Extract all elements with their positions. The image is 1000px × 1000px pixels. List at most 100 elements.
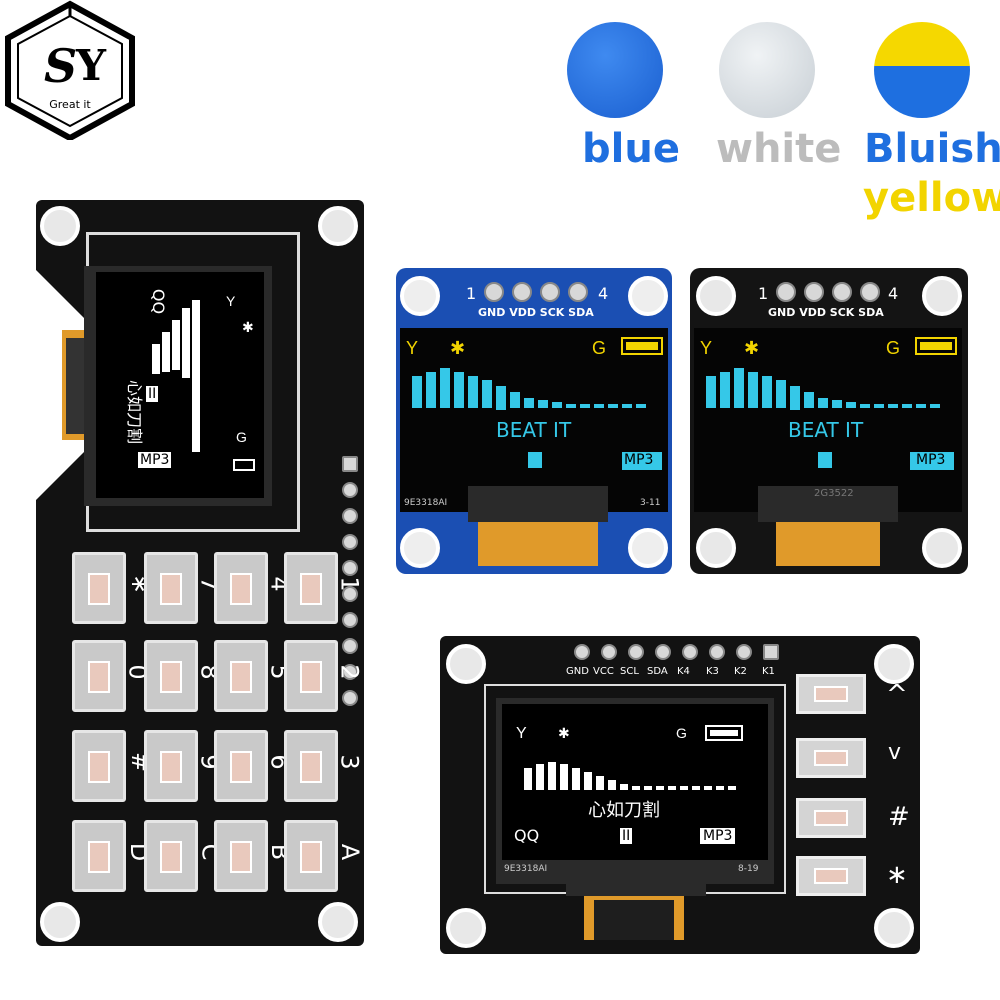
- pin-pad: [574, 644, 590, 660]
- key-up-button[interactable]: [796, 674, 866, 714]
- refresh-icon: G: [676, 725, 687, 741]
- key-cap: [160, 661, 182, 693]
- screen-label-qq: QQ: [514, 826, 540, 845]
- logo-letter-y: Y: [75, 41, 107, 90]
- key-cap: [300, 573, 322, 605]
- pin-pad: [682, 644, 698, 660]
- pin-pad: [860, 282, 880, 302]
- keypad-key[interactable]: [214, 730, 268, 802]
- mp3-badge: MP3: [138, 452, 172, 468]
- mount-hole: [400, 528, 440, 568]
- pause-icon: II: [620, 828, 633, 844]
- pin-pad: [342, 508, 358, 524]
- black-oled-screen: [694, 328, 962, 512]
- pin-pad: [832, 282, 852, 302]
- refresh-icon: G: [886, 338, 900, 358]
- star-label: ∗: [886, 860, 908, 890]
- panel-code: 9E3318AI: [504, 864, 548, 874]
- mp3-badge: MP3: [624, 452, 654, 468]
- keypad-key[interactable]: [214, 640, 268, 712]
- keypad-key[interactable]: [284, 640, 338, 712]
- pin-pad: [342, 612, 358, 628]
- blue-label: blue: [582, 126, 680, 172]
- signal-icon: Y: [406, 338, 418, 358]
- refresh-icon: G: [592, 338, 606, 358]
- pin-1-label: 1: [466, 284, 477, 303]
- key-down-button[interactable]: [796, 738, 866, 778]
- key-hash-button[interactable]: [796, 798, 866, 838]
- pin-pad: [776, 282, 796, 302]
- keypad-key[interactable]: [284, 730, 338, 802]
- keypad-key[interactable]: [284, 552, 338, 624]
- keypad-key[interactable]: [284, 820, 338, 892]
- pin-pad: [342, 690, 358, 706]
- mount-hole: [628, 276, 668, 316]
- pin-pad: [763, 644, 779, 660]
- pause-icon: II: [146, 386, 159, 402]
- pin-pad: [709, 644, 725, 660]
- key-cap: [88, 751, 110, 783]
- keypad-key[interactable]: [72, 820, 126, 892]
- pin-pad: [540, 282, 560, 302]
- eq-bar: [152, 344, 160, 374]
- pin-4-label: 4: [598, 284, 609, 303]
- song-title: 心如刀割: [588, 800, 660, 821]
- signal-icon: Y: [516, 725, 527, 742]
- equalizer: [524, 762, 736, 790]
- pin-label: K2: [734, 666, 747, 677]
- screen-label-qq: QQ: [149, 288, 169, 315]
- keypad-key-label: 1: [335, 576, 364, 592]
- keypad-key[interactable]: [72, 640, 126, 712]
- bluish-yellow-swatch: [874, 22, 970, 118]
- brand-logo: S Y Great it: [5, 0, 135, 140]
- keypad-key[interactable]: [214, 820, 268, 892]
- mp3-badge-bg: [622, 452, 662, 470]
- pin-pad: [342, 586, 358, 602]
- white-label: white: [716, 126, 842, 172]
- mount-hole: [696, 276, 736, 316]
- yellow-label: yellow: [863, 175, 1000, 221]
- mount-hole: [628, 528, 668, 568]
- key-star-button[interactable]: [796, 856, 866, 896]
- keypad-key[interactable]: [144, 730, 198, 802]
- keypad-key-label: A: [336, 843, 365, 861]
- pin-label: K4: [677, 666, 690, 677]
- pin-pad: [484, 282, 504, 302]
- signal-icon: Y: [226, 293, 236, 309]
- mp3-badge: MP3: [916, 452, 946, 468]
- keypad-key[interactable]: [72, 552, 126, 624]
- keypad-key-label: 3: [335, 754, 364, 770]
- song-title: BEAT IT: [496, 418, 572, 442]
- eq-bar: [172, 320, 180, 370]
- pin-label: K1: [762, 666, 775, 677]
- white-swatch: [719, 22, 815, 118]
- pin-pad: [736, 644, 752, 660]
- keypad-key[interactable]: [214, 552, 268, 624]
- mount-hole: [446, 908, 486, 948]
- mount-hole: [922, 276, 962, 316]
- black-screen-graphics: Y ✱ G: [700, 337, 957, 470]
- pin-pad: [342, 560, 358, 576]
- equalizer: [706, 368, 940, 410]
- pin-label: VCC: [593, 666, 614, 677]
- key-cap: [300, 841, 322, 873]
- keypad-key-label: 2: [335, 664, 364, 680]
- blue-swatch: [567, 22, 663, 118]
- pin-pad: [342, 456, 358, 472]
- pin-pad: [568, 282, 588, 302]
- mount-hole: [318, 206, 358, 246]
- flex-ribbon: [594, 900, 674, 940]
- keypad-key[interactable]: [72, 730, 126, 802]
- pin-pad: [628, 644, 644, 660]
- key-cap: [230, 751, 252, 783]
- keypad-key[interactable]: [144, 640, 198, 712]
- battery-icon: [705, 725, 743, 741]
- eq-bar: [192, 300, 200, 452]
- battery-icon: [915, 337, 957, 355]
- keypad-key[interactable]: [144, 552, 198, 624]
- battery-icon: [621, 337, 663, 355]
- mount-hole: [446, 644, 486, 684]
- pause-icon: [528, 452, 542, 468]
- keypad-key[interactable]: [144, 820, 198, 892]
- key-cap: [300, 661, 322, 693]
